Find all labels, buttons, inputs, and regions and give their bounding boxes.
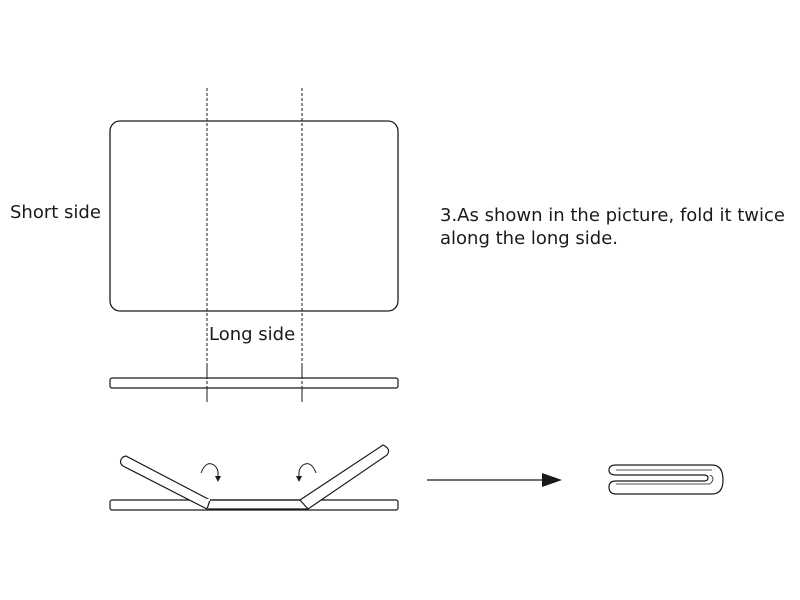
cloth-side-view [109,377,399,389]
cloth-right-flap [299,444,390,510]
fold-arrow-left-icon [200,463,221,482]
instruction-text: 3.As shown in the picture, fold it twice… [440,204,800,250]
folded-cloth [608,464,724,495]
fold-arrow-right-icon [296,463,317,482]
short-side-label: Short side [10,202,101,223]
long-side-label: Long side [209,324,296,345]
instruction-line-1: 3.As shown in the picture, fold it twice [440,205,785,226]
cloth-top-view [109,120,399,312]
cloth-left-flap [119,455,211,510]
instruction-line-2: along the long side. [440,228,619,249]
right-arrow-icon [427,473,562,487]
